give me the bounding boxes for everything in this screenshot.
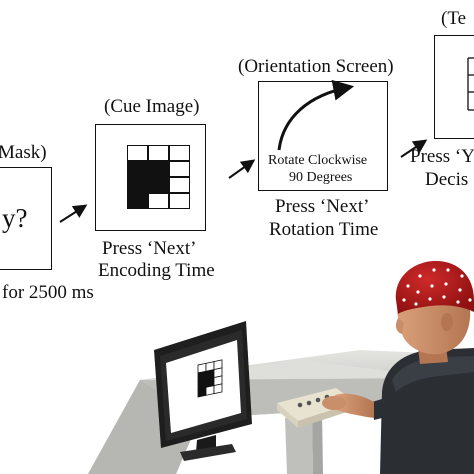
cue-cell-empty (148, 193, 169, 209)
cue-cell-filled (127, 161, 148, 177)
cue-caption-line2: Encoding Time (98, 260, 215, 281)
orientation-text-line1: Rotate Clockwise (268, 153, 368, 168)
participant-figure (322, 260, 474, 474)
orientation-screen (258, 81, 388, 191)
monitor-cue-image (197, 359, 223, 398)
mask-duration-caption: for 2500 ms (2, 282, 94, 303)
cue-cell-empty (169, 193, 190, 209)
cue-panel-title: (Cue Image) (104, 96, 200, 117)
cue-cell-filled (127, 193, 148, 209)
cue-cell-empty (169, 145, 190, 161)
mask-panel-title: Mask) (0, 142, 47, 163)
arrow-right-icon (59, 204, 88, 223)
button-stand (285, 412, 323, 474)
arrow-right-icon (400, 139, 428, 158)
cue-cell-empty (148, 145, 169, 161)
test-panel-title: (Te (441, 8, 467, 29)
cue-cell-filled (148, 177, 169, 193)
curved-arrow-icon (277, 79, 355, 151)
test-caption-line2: Decis (425, 169, 469, 190)
monitor-cell-empty (213, 383, 223, 395)
cue-caption-line1: Press ‘Next’ (102, 238, 197, 259)
test-screen (434, 35, 474, 139)
eeg-cap-icon (395, 260, 474, 314)
cue-cell-empty (127, 145, 148, 161)
cue-cell-filled (148, 161, 169, 177)
cue-cell-empty (169, 161, 190, 177)
mask-screen-text: y? (2, 203, 28, 233)
monitor-cell-filled (197, 386, 207, 398)
cue-cell-filled (127, 177, 148, 193)
test-grid (467, 57, 474, 111)
arrow-right-icon (228, 159, 256, 179)
monitor-cell-empty (205, 385, 215, 396)
cue-cell-empty (169, 177, 190, 193)
orientation-caption-line1: Press ‘Next’ (275, 196, 370, 217)
orientation-caption-line2: Rotation Time (269, 219, 379, 240)
mask-screen (0, 167, 52, 270)
orientation-text-line2: 90 Degrees (289, 170, 353, 185)
orientation-panel-title: (Orientation Screen) (238, 56, 394, 77)
cue-image-grid (127, 145, 190, 209)
